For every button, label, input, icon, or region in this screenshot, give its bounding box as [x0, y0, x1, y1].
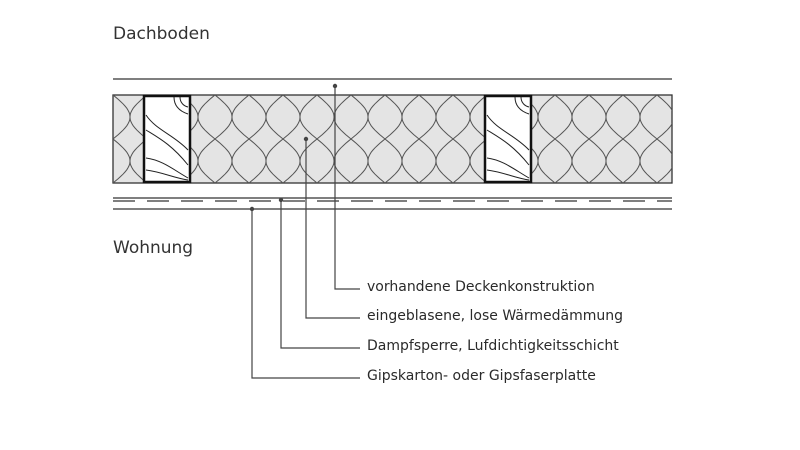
- timber-beam: [483, 94, 533, 184]
- insulation-loop: [299, 95, 335, 183]
- leader-dot: [332, 83, 338, 89]
- insulation-layer: [112, 94, 673, 184]
- insulation-loop: [62, 95, 96, 183]
- legend-label: Gipskarton- oder Gipsfaserplatte: [367, 368, 596, 384]
- insulation-loop: [674, 95, 708, 183]
- legend-label: eingeblasene, lose Wärmedämmung: [367, 308, 623, 324]
- insulation-loop: [231, 95, 267, 183]
- insulation-loop: [674, 95, 708, 183]
- insulation-loop: [435, 95, 471, 183]
- insulation-loop: [113, 95, 131, 183]
- insulation-loop: [401, 95, 437, 183]
- timber-beams: [142, 94, 533, 184]
- timber-beam: [142, 94, 192, 184]
- insulation-loop: [197, 95, 233, 183]
- insulation-loop: [333, 95, 369, 183]
- leader-line: [251, 209, 360, 379]
- label-wohnung: Wohnung: [113, 238, 194, 258]
- insulation-loop: [62, 95, 96, 183]
- insulation-loop: [113, 95, 131, 183]
- leader-dot: [303, 136, 309, 142]
- insulation-loop: [571, 95, 607, 183]
- insulation-loop: [605, 95, 641, 183]
- insulation-loop: [265, 95, 301, 183]
- leader-dot: [249, 206, 255, 212]
- insulation-loop: [639, 95, 672, 183]
- insulation-loop: [367, 95, 403, 183]
- leader-line: [305, 139, 360, 319]
- leader-lines: [249, 83, 360, 379]
- label-dachboden: Dachboden: [113, 24, 210, 44]
- legend-label: Dampfsperre, Lufdichtigkeitsschicht: [367, 338, 619, 354]
- insulation-loop: [537, 95, 573, 183]
- leader-line: [280, 200, 360, 349]
- leader-dot: [278, 197, 284, 203]
- legend-label: vorhandene Deckenkonstruktion: [367, 279, 595, 295]
- leader-line: [334, 86, 360, 290]
